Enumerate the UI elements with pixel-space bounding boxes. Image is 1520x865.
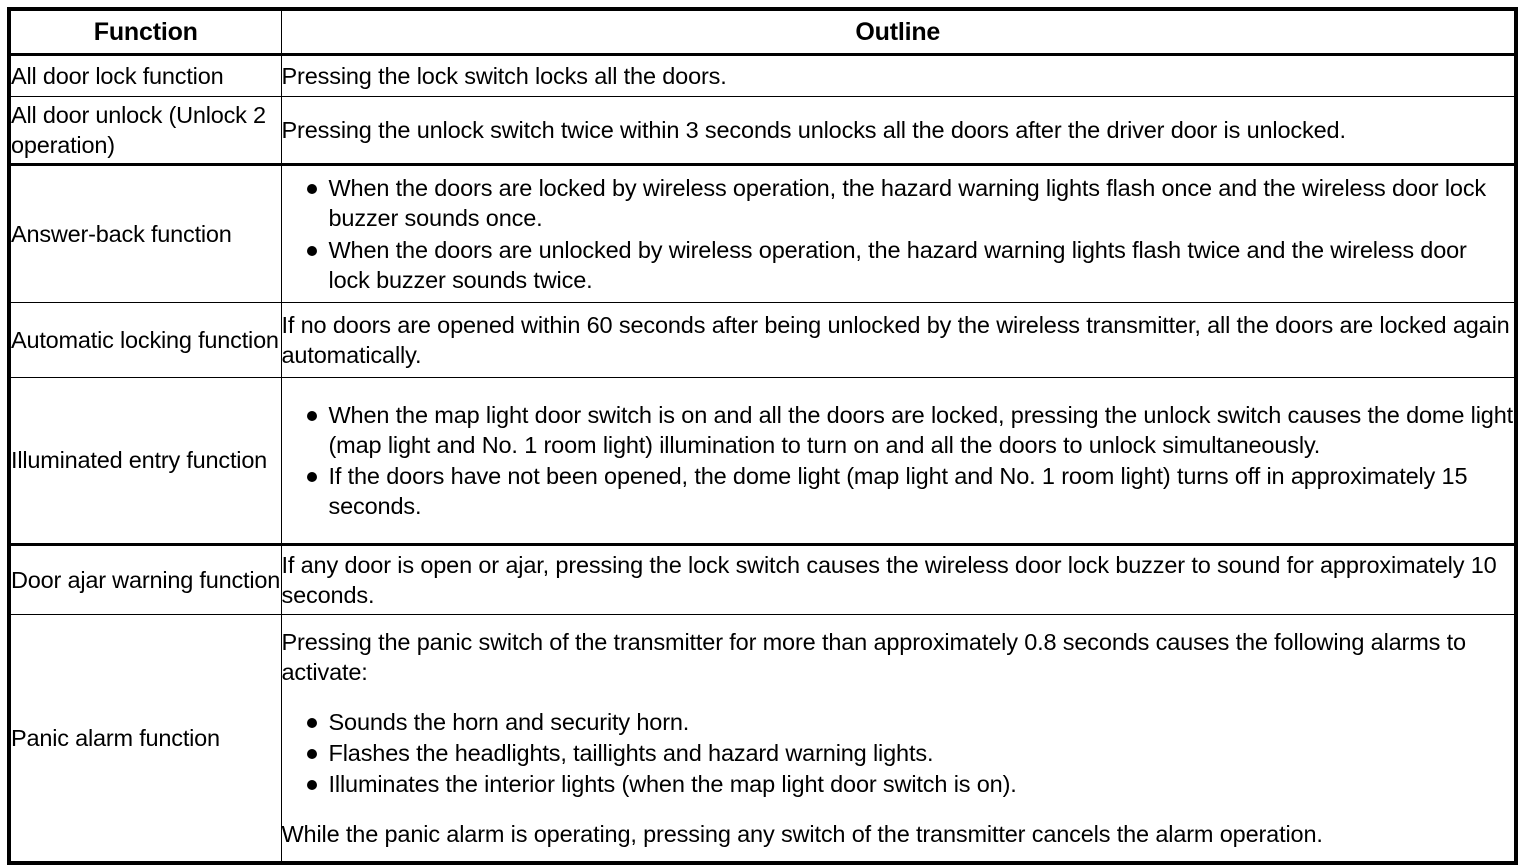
column-header-function: Function	[8, 8, 282, 56]
cell-function-name: Door ajar warning function	[8, 543, 282, 615]
cell-outline: Pressing the lock switch locks all the d…	[280, 54, 1517, 97]
table-header: Function Outline	[8, 8, 1517, 56]
table-row: Illuminated entry function When the map …	[8, 377, 1517, 545]
cell-function-name: All door lock function	[8, 54, 282, 97]
list-item: When the doors are unlocked by wireless …	[282, 235, 1515, 295]
list-item: When the doors are locked by wireless op…	[282, 173, 1515, 233]
outline-bullet-list: When the map light door switch is on and…	[282, 400, 1515, 521]
function-outline-table: Function Outline All door lock function …	[7, 7, 1518, 865]
table-row: Panic alarm function Pressing the panic …	[8, 614, 1517, 863]
cell-outline: When the map light door switch is on and…	[280, 377, 1517, 545]
table-row: Answer-back function When the doors are …	[8, 163, 1517, 303]
table-row: Automatic locking function If no doors a…	[8, 302, 1517, 378]
spacer	[282, 687, 1515, 707]
list-item: When the map light door switch is on and…	[282, 400, 1515, 460]
outline-bullet-list: When the doors are locked by wireless op…	[282, 173, 1515, 294]
cell-function-name: All door unlock (Unlock 2 operation)	[8, 96, 282, 165]
list-item: Sounds the horn and security horn.	[282, 707, 1515, 737]
outline-bullet-list: Sounds the horn and security horn. Flash…	[282, 707, 1515, 799]
table-row: Door ajar warning function If any door i…	[8, 543, 1517, 615]
outline-paragraph: While the panic alarm is operating, pres…	[281, 820, 1323, 847]
cell-outline: If any door is open or ajar, pressing th…	[280, 543, 1517, 615]
cell-function-name: Automatic locking function	[8, 302, 282, 378]
table-body: All door lock function Pressing the lock…	[8, 54, 1517, 863]
column-header-outline: Outline	[280, 8, 1517, 56]
spacer	[282, 799, 1515, 819]
outline-paragraph: If any door is open or ajar, pressing th…	[281, 551, 1497, 608]
outline-paragraph: Pressing the unlock switch twice within …	[281, 116, 1346, 143]
list-item: If the doors have not been opened, the d…	[282, 461, 1515, 521]
outline-paragraph: If no doors are opened within 60 seconds…	[281, 311, 1510, 368]
list-item: Illuminates the interior lights (when th…	[282, 769, 1515, 799]
cell-outline: If no doors are opened within 60 seconds…	[280, 302, 1517, 378]
cell-outline: Pressing the unlock switch twice within …	[280, 96, 1517, 165]
cell-outline: When the doors are locked by wireless op…	[280, 163, 1517, 303]
outline-paragraph: Pressing the lock switch locks all the d…	[281, 62, 727, 89]
cell-function-name: Answer-back function	[8, 163, 282, 303]
list-item: Flashes the headlights, taillights and h…	[282, 738, 1515, 768]
cell-function-name: Panic alarm function	[8, 614, 282, 863]
table-row: All door lock function Pressing the lock…	[8, 54, 1517, 97]
header-row: Function Outline	[8, 8, 1517, 56]
outline-paragraph: Pressing the panic switch of the transmi…	[281, 628, 1467, 685]
cell-function-name: Illuminated entry function	[8, 377, 282, 545]
table-row: All door unlock (Unlock 2 operation) Pre…	[8, 96, 1517, 165]
cell-outline: Pressing the panic switch of the transmi…	[280, 614, 1517, 863]
